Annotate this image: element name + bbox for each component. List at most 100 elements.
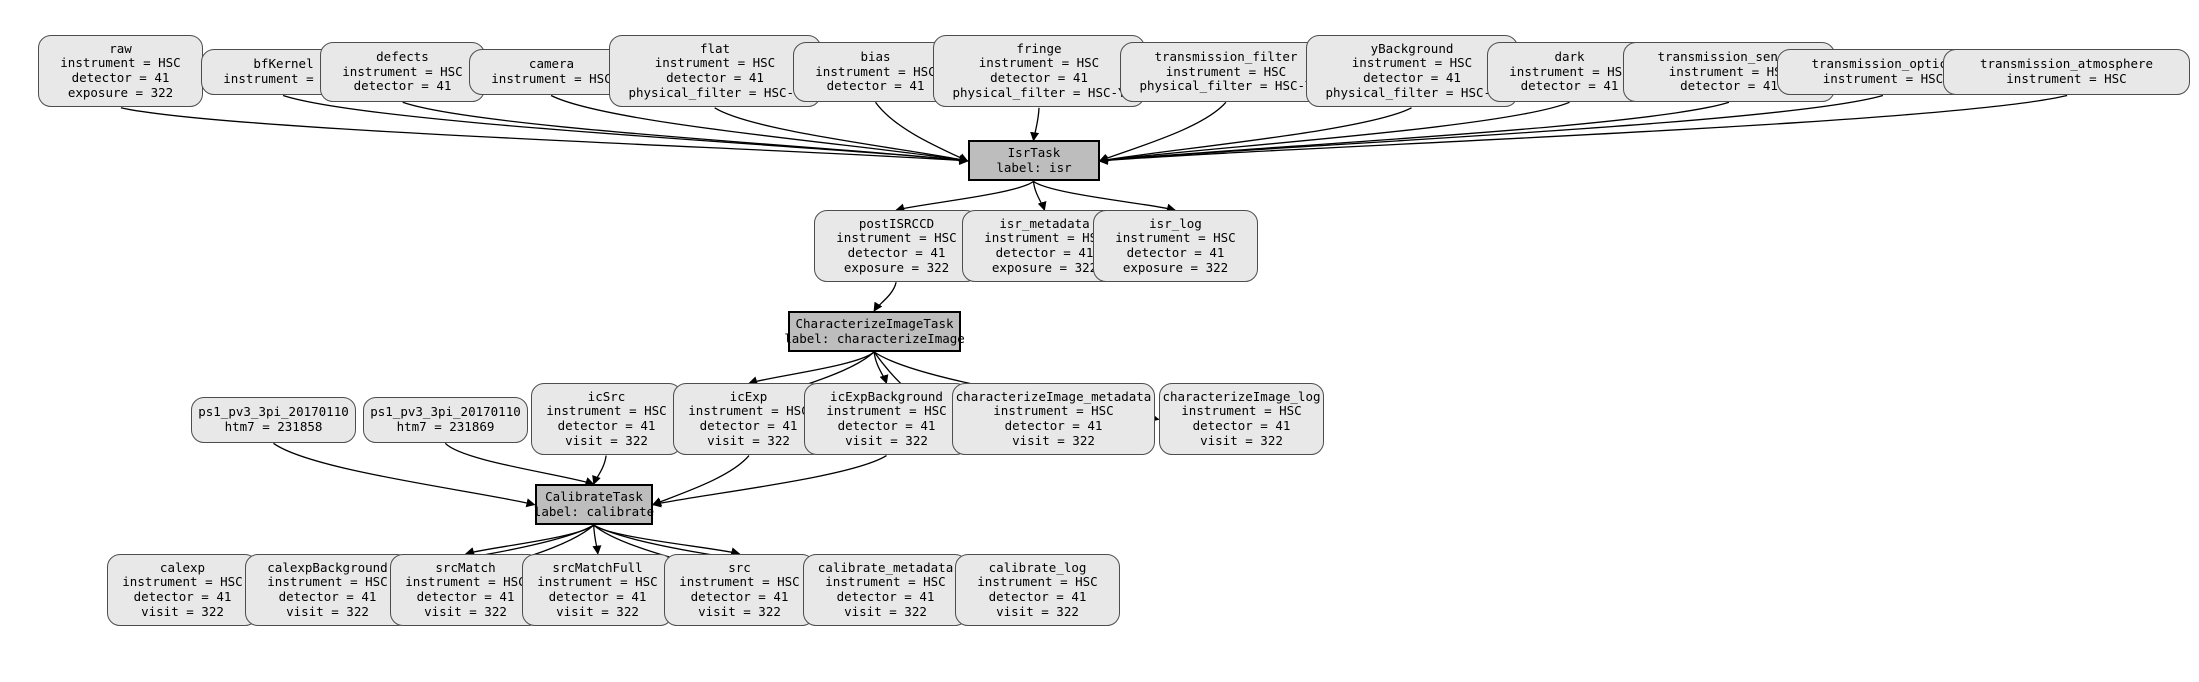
- node-attr: instrument = HSC: [836, 230, 957, 246]
- node-attr: visit = 322: [424, 603, 507, 619]
- edge-fringe-to-IsrTask: [1030, 107, 1040, 142]
- node-attr: detector = 41: [847, 245, 946, 260]
- node-attr: instrument = HSC: [60, 55, 181, 71]
- node-title: raw: [109, 40, 132, 56]
- node-title: srcMatchFull: [552, 559, 643, 575]
- node-attr: exposure = 322: [67, 84, 174, 100]
- node-attr: detector = 41: [548, 589, 647, 604]
- edge-CharacterizeImageTask-to-icExp: [748, 351, 875, 386]
- edge-icSrc-to-CalibrateTask: [592, 455, 607, 486]
- node-attr: physical_filter = HSC-Y: [628, 84, 802, 100]
- node-attr: visit = 322: [996, 603, 1079, 619]
- node-attr: instrument = HSC: [825, 574, 946, 590]
- node-title: isr_metadata: [999, 215, 1090, 231]
- edge-CalibrateTask-to-srcMatchFull: [592, 525, 602, 555]
- node-title: isr_log: [1149, 215, 1202, 231]
- node-attr: detector = 41: [666, 70, 764, 85]
- node-attr: instrument = HSC: [826, 403, 947, 419]
- node-attr: instrument = HSC: [122, 574, 243, 590]
- node-attr: detector = 41: [690, 589, 789, 604]
- node-attr: detector = 41: [416, 589, 515, 604]
- node-attr: visit = 322: [286, 603, 369, 619]
- node-attr: detector = 41: [836, 589, 935, 604]
- node-attr: label: isr: [996, 159, 1072, 175]
- node-attr: detector = 41: [988, 589, 1087, 604]
- node-title: flat: [699, 40, 731, 56]
- node-title: srcMatch: [435, 559, 496, 575]
- edge-transmission_filter-to-IsrTask: [1098, 101, 1227, 163]
- node-attr: instrument = HSC: [2006, 71, 2127, 86]
- node-attr: detector = 41: [133, 589, 232, 604]
- edge-icExp-to-CalibrateTask: [651, 455, 750, 506]
- node-title: transmission_atmosphere: [1979, 56, 2154, 72]
- node-attr: visit = 322: [556, 603, 639, 619]
- edge-ps1_231858-to-CalibrateTask: [273, 442, 536, 508]
- node-attr: detector = 41: [699, 418, 798, 433]
- node-attr: instrument = HSC: [405, 574, 526, 590]
- node-title: calexp: [159, 559, 206, 575]
- node-attr: visit = 322: [844, 603, 927, 619]
- node-attr: instrument = HSC: [1822, 71, 1944, 86]
- node-attr: instrument = HSC: [1115, 230, 1236, 246]
- node-title: characterizeImage_log: [1162, 388, 1321, 404]
- edge-raw-to-IsrTask: [120, 107, 969, 165]
- edge-icExpBackground-to-CalibrateTask: [651, 455, 887, 508]
- node-title: IsrTask: [1007, 144, 1061, 160]
- node-title: icSrc: [587, 388, 626, 404]
- node-title: bfKernel: [253, 56, 314, 72]
- node-attr: instrument = HSC: [546, 403, 667, 419]
- node-title: transmission_sensor: [1657, 49, 1801, 65]
- node-attr: detector = 41: [995, 245, 1094, 260]
- node-attr: detector = 41: [1004, 418, 1103, 433]
- edge-defects-to-IsrTask: [402, 101, 969, 165]
- node-title: bias: [860, 49, 891, 65]
- node-attr: physical_filter = HSC-Y: [1139, 78, 1313, 94]
- node-attr: exposure = 322: [991, 259, 1098, 275]
- edge-CalibrateTask-to-src: [593, 524, 741, 557]
- edge-dark-to-IsrTask: [1098, 101, 1570, 165]
- node-attr: instrument = HSC: [1351, 55, 1473, 71]
- node-attr: detector = 41: [1192, 418, 1291, 433]
- node-title: fringe: [1016, 40, 1062, 56]
- node-attr: physical_filter = HSC-Y: [1325, 84, 1499, 100]
- node-attr: visit = 322: [845, 432, 928, 448]
- node-attr: detector = 41: [826, 78, 925, 94]
- node-attr: instrument = HSC: [1668, 63, 1790, 79]
- node-title: dark: [1554, 49, 1585, 65]
- node-title: icExp: [729, 388, 768, 404]
- node-title: camera: [528, 56, 575, 72]
- node-attr: instrument = HSC: [267, 574, 388, 590]
- node-attr: instrument = HSC: [688, 403, 809, 419]
- node-title: CalibrateTask: [545, 488, 643, 504]
- node-title: calexpBackground: [267, 559, 388, 575]
- node-attr: detector = 41: [278, 589, 377, 604]
- node-attr: detector = 41: [1126, 245, 1225, 260]
- node-attr: instrument = HSC: [984, 230, 1105, 246]
